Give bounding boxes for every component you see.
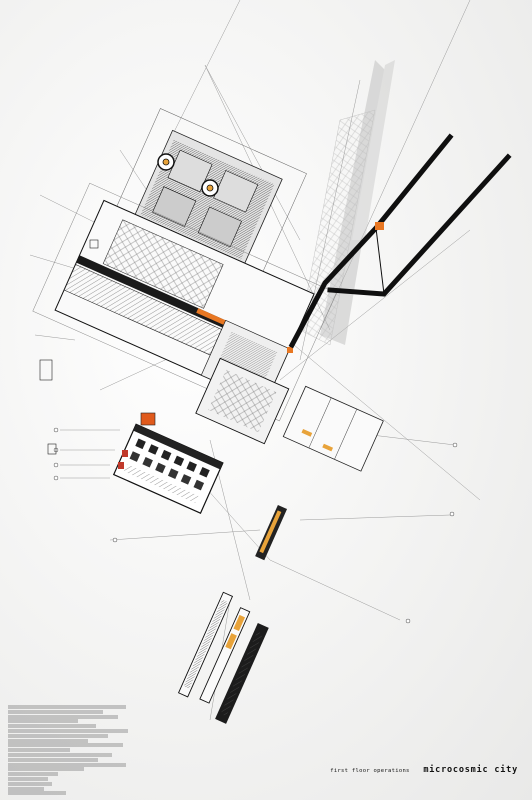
- ghost-tower: [299, 60, 395, 346]
- fan-icon: [157, 153, 219, 197]
- office-block: [112, 423, 224, 514]
- office-block-accents: [118, 412, 156, 469]
- drawing-subtitle: first floor operations: [330, 768, 410, 774]
- lower-strips: [177, 591, 269, 724]
- callout-markers: [53, 427, 458, 624]
- accent-block-top: [375, 222, 384, 230]
- core-block: [195, 357, 290, 445]
- annex-plan: [282, 385, 384, 472]
- slender-wall: [255, 504, 288, 561]
- detail-fragments: [39, 239, 99, 455]
- accent-block: [287, 347, 293, 353]
- legend-notes: [8, 705, 138, 796]
- title-block: first floor operations microcosmic city: [330, 757, 518, 776]
- drawing-title: microcosmic city: [423, 765, 518, 775]
- cantilever-frame: [288, 133, 512, 349]
